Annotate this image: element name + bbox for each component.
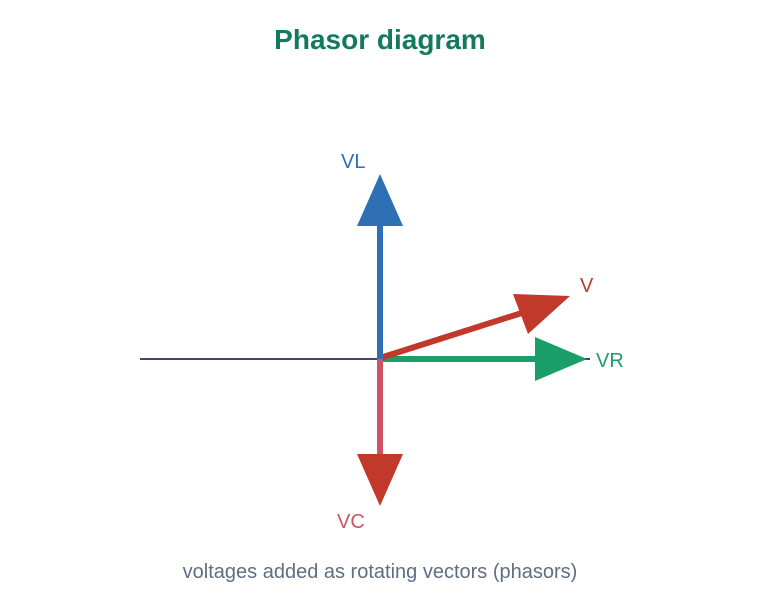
phasor-v: V	[379, 275, 594, 361]
phasor-vr-arrowhead	[535, 337, 587, 381]
phasor-v-label: V	[580, 275, 594, 297]
phasor-vr: VR	[380, 337, 624, 381]
phasor-vl-label: VL	[341, 151, 365, 173]
phasor-vr-label: VR	[596, 350, 624, 372]
phasor-v-shaft	[379, 308, 529, 361]
phasor-vl-arrowhead	[357, 174, 403, 226]
phasor-vc-label: VC	[337, 511, 365, 533]
phasor-vc: VC	[337, 359, 403, 533]
phasor-vc-arrowhead	[357, 454, 403, 506]
phasor-v-arrowhead	[513, 294, 570, 334]
diagram-title: Phasor diagram	[274, 24, 486, 55]
diagram-caption: voltages added as rotating vectors (phas…	[182, 561, 578, 583]
phasor-vl: VL	[341, 151, 403, 359]
